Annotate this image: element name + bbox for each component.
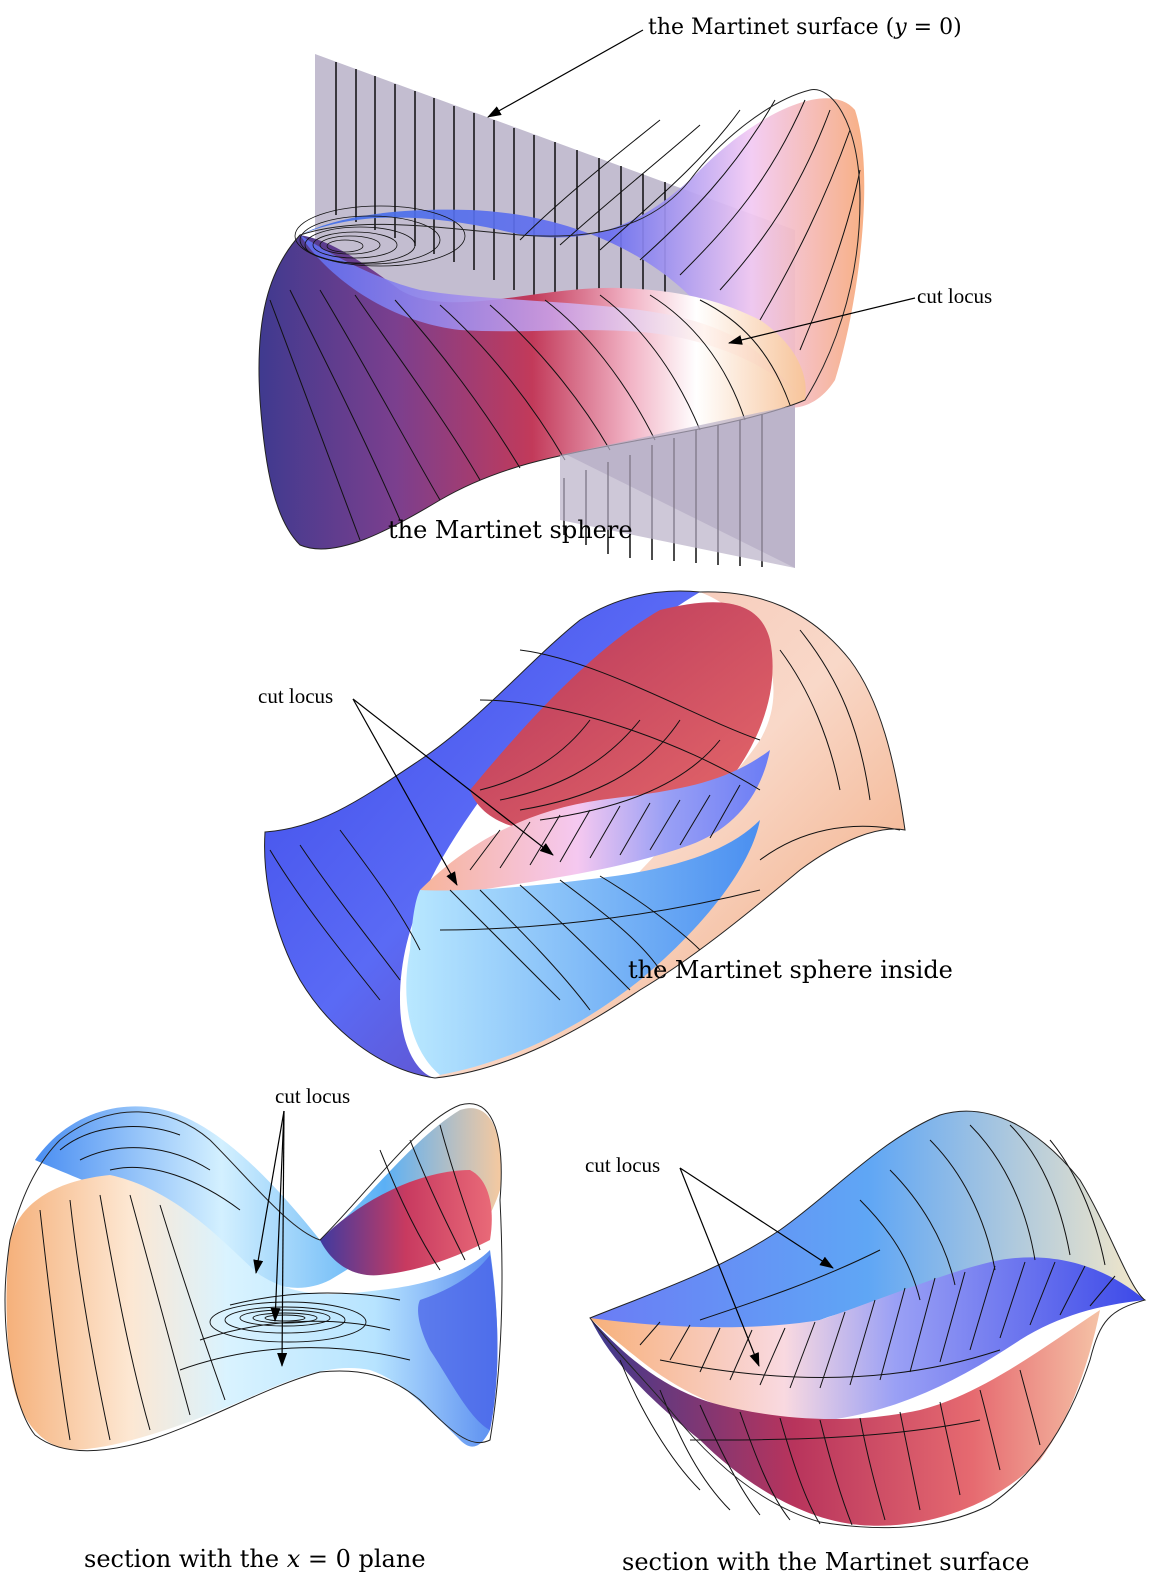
bl-blue-shade [418,1255,498,1430]
bl-outline [4,1103,503,1452]
cut-locus-label-middle: cut locus [258,684,333,708]
top-panel: the Martinet surface (y = 0) cut locus t… [258,15,992,568]
bottom-right-panel: cut locus section with the Martinet surf… [585,1110,1147,1576]
plane-label: the Martinet surface (y = 0) [648,15,962,40]
bottom-left-caption: section with the x = 0 plane [84,1545,426,1573]
cut-locus-label-bottom-left: cut locus [275,1084,350,1108]
sphere-caption: the Martinet sphere [388,516,633,544]
surface-curves-top [269,99,861,541]
mid-right-lobe [435,591,905,1078]
sphere-front-body [258,235,806,549]
br-outline [589,1110,1147,1529]
cut-locus-arrow-br-2 [679,1167,760,1367]
mid-left-lobe [264,590,700,1078]
cut-locus-arrow-bl-1 [253,1110,285,1274]
cut-locus-arrow-middle-2 [352,698,458,886]
sphere-inner-ridge [300,235,805,400]
br-band-rulings [639,1261,1116,1389]
swirl-left [294,205,466,267]
cut-locus-arrow-br-1 [679,1167,834,1269]
surface-curves-bottom-left [39,1124,481,1441]
br-band [590,1257,1145,1422]
cut-locus-arrow-middle-1 [352,698,554,856]
cut-locus-arrow-bl-2 [270,1110,285,1322]
cut-locus-label-top: cut locus [917,284,992,308]
martinet-plane-front [560,405,795,568]
bottom-right-caption: section with the Martinet surface [622,1548,1029,1576]
bottom-left-panel: cut locus section with the x = 0 plane [4,1084,503,1573]
cut-locus-arrow-top [728,297,916,345]
sphere-outline [258,89,861,550]
swirl-center [209,1301,367,1343]
mid-outline [264,590,906,1079]
surface-curves-middle [269,629,901,1011]
surface-curves-bottom-right [619,1124,1106,1526]
cut-locus-arrow-bl-3 [277,1110,288,1367]
mid-red-section [470,602,773,831]
middle-caption: the Martinet sphere inside [628,956,953,984]
cut-locus-label-bottom-right: cut locus [585,1153,660,1177]
mid-light-section [406,820,760,1075]
bl-red-lobe [320,1170,492,1276]
br-bottom-bowl [590,1310,1100,1526]
middle-panel: cut locus the Martinet sphere inside [258,590,953,1079]
band-rulings [469,784,741,871]
plane-label-arrow [487,29,644,118]
